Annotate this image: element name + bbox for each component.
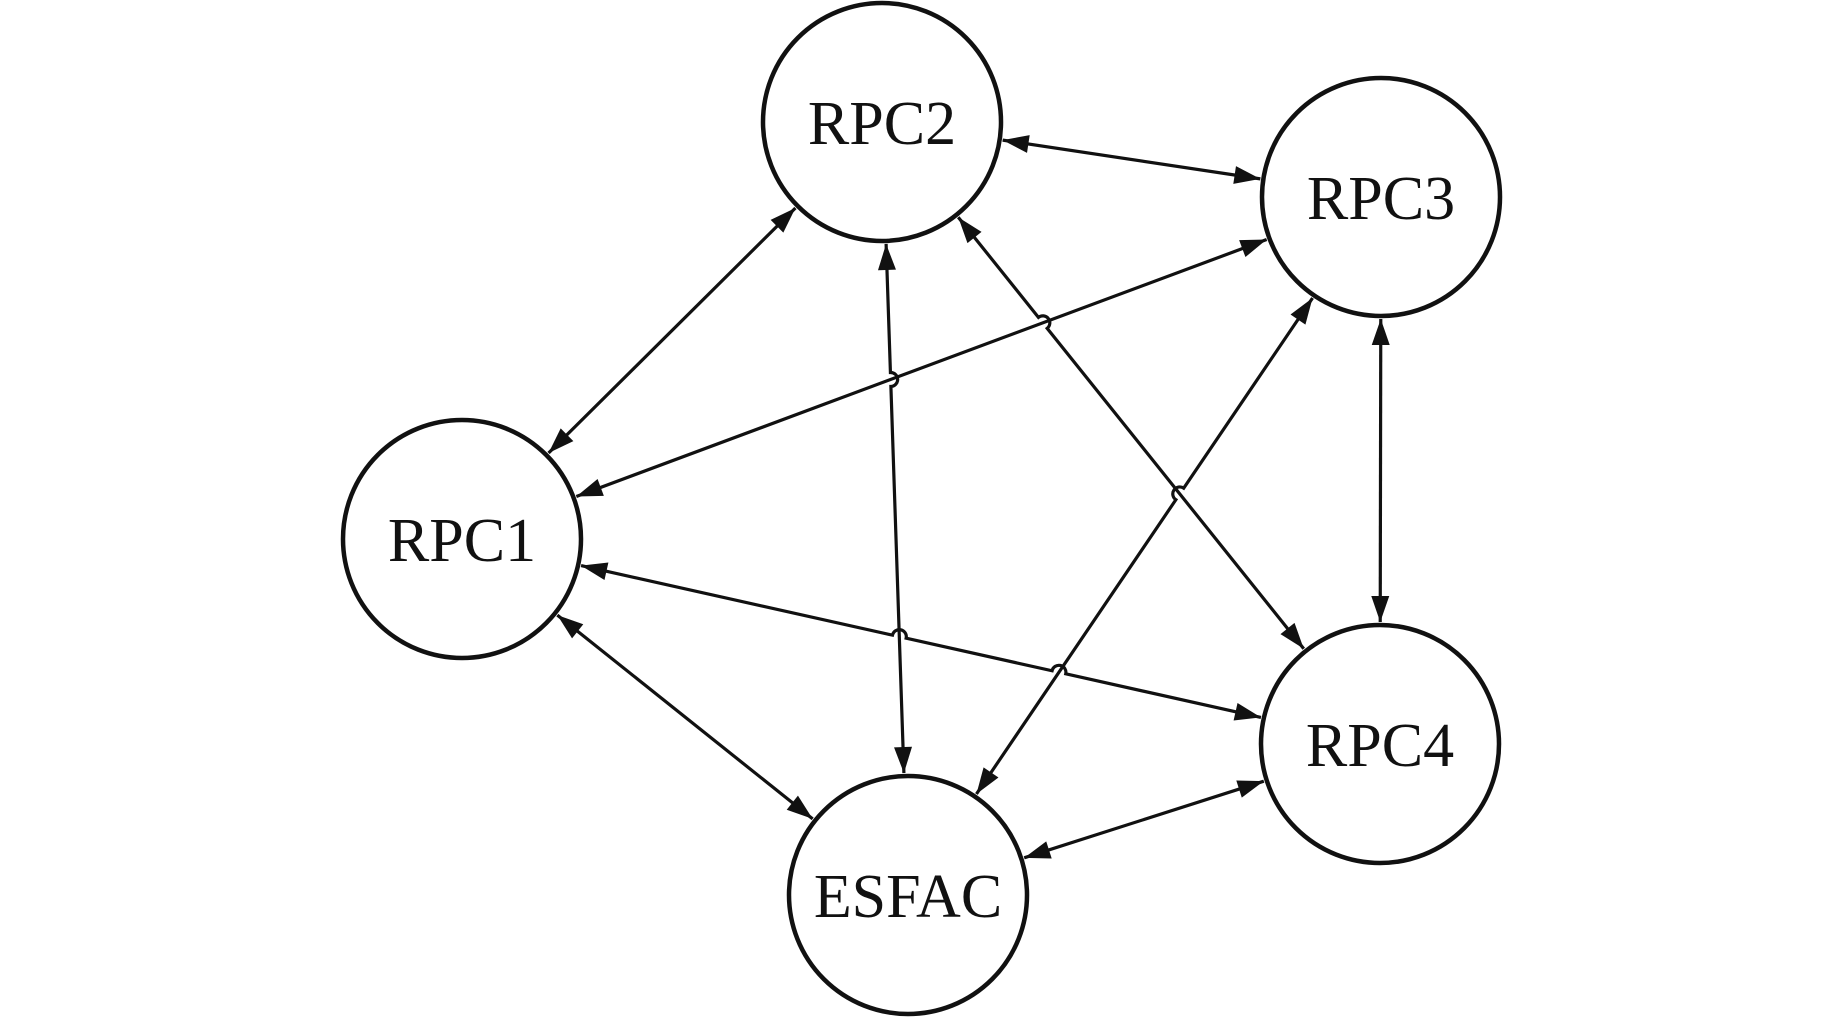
edge-rpc4-esfac-arrowhead-end (1024, 841, 1052, 859)
nodes-layer: RPC1 RPC2 RPC3 RPC4 ESFAC (340, 0, 1503, 1017)
edge-rpc1-rpc3-line (575, 238, 1268, 498)
edge-rpc4-esfac-line (1023, 779, 1265, 860)
node-rpc4-circle (1258, 622, 1502, 866)
edge-rpc2-esfac-line (884, 243, 906, 774)
edge-rpc2-esfac-arrowhead-end (894, 746, 913, 774)
edge-rpc3-esfac-arrowhead-end (976, 767, 999, 795)
edge-rpc3-rpc4-line (1378, 318, 1383, 623)
edge-rpc4-esfac-arrowhead-start (1236, 780, 1264, 798)
edge-rpc4-esfac (1023, 779, 1265, 860)
node-rpc1-circle (340, 417, 584, 661)
edge-rpc1-esfac-line (556, 613, 814, 821)
edge-rpc2-rpc4-line (957, 216, 1305, 650)
node-esfac: ESFAC (786, 773, 1030, 1017)
node-rpc1: RPC1 (340, 417, 584, 661)
edge-rpc2-esfac-arrowhead-start (877, 243, 896, 271)
edge-rpc3-rpc4 (1371, 318, 1390, 623)
node-esfac-circle (786, 773, 1030, 1017)
edge-rpc2-rpc4-arrowhead-end (1280, 622, 1304, 649)
node-rpc1-label: RPC1 (388, 507, 536, 575)
edge-rpc1-rpc3 (575, 238, 1268, 498)
node-rpc2-label: RPC2 (808, 90, 956, 158)
edge-rpc2-rpc3-arrowhead-end (1233, 166, 1261, 184)
edge-rpc2-rpc3-arrowhead-start (1002, 135, 1030, 153)
edge-rpc1-esfac (556, 613, 814, 821)
edge-rpc2-rpc4 (957, 216, 1305, 650)
node-rpc3: RPC3 (1259, 75, 1503, 319)
edge-rpc3-esfac-arrowhead-start (1290, 297, 1313, 325)
edge-rpc2-rpc3-line (1002, 138, 1261, 181)
edge-rpc2-rpc3 (1002, 135, 1261, 184)
edge-rpc2-esfac (877, 243, 913, 774)
edge-rpc3-rpc4-arrowhead-start (1371, 318, 1390, 346)
edge-rpc1-rpc2 (547, 206, 797, 455)
edges-layer (547, 135, 1390, 860)
edge-rpc1-esfac-arrowhead-start (557, 615, 584, 639)
node-rpc2-circle (760, 0, 1004, 244)
edge-rpc1-rpc3-arrowhead-end (1239, 239, 1267, 258)
edge-rpc1-rpc2-arrowhead-end (770, 207, 796, 233)
edge-rpc1-rpc4 (580, 562, 1262, 721)
edge-rpc1-rpc2-line (547, 206, 797, 455)
edge-rpc1-rpc4-line (580, 564, 1262, 719)
node-rpc2: RPC2 (760, 0, 1004, 244)
edge-rpc2-rpc4-arrowhead-start (958, 217, 982, 244)
edge-rpc3-rpc4-arrowhead-end (1371, 595, 1390, 623)
node-esfac-label: ESFAC (814, 863, 1002, 931)
node-rpc4: RPC4 (1258, 622, 1502, 866)
node-rpc4-label: RPC4 (1306, 712, 1454, 780)
edge-rpc1-rpc2-arrowhead-start (548, 428, 574, 454)
edge-rpc3-esfac-line (975, 297, 1314, 795)
node-rpc3-label: RPC3 (1307, 165, 1455, 233)
edge-rpc1-rpc3-arrowhead-start (576, 478, 604, 497)
edge-rpc1-rpc4-arrowhead-start (581, 562, 609, 581)
edge-rpc1-rpc4-arrowhead-end (1233, 702, 1261, 721)
edge-rpc1-esfac-arrowhead-end (786, 795, 813, 819)
node-rpc3-circle (1259, 75, 1503, 319)
edge-rpc3-esfac (975, 297, 1314, 795)
